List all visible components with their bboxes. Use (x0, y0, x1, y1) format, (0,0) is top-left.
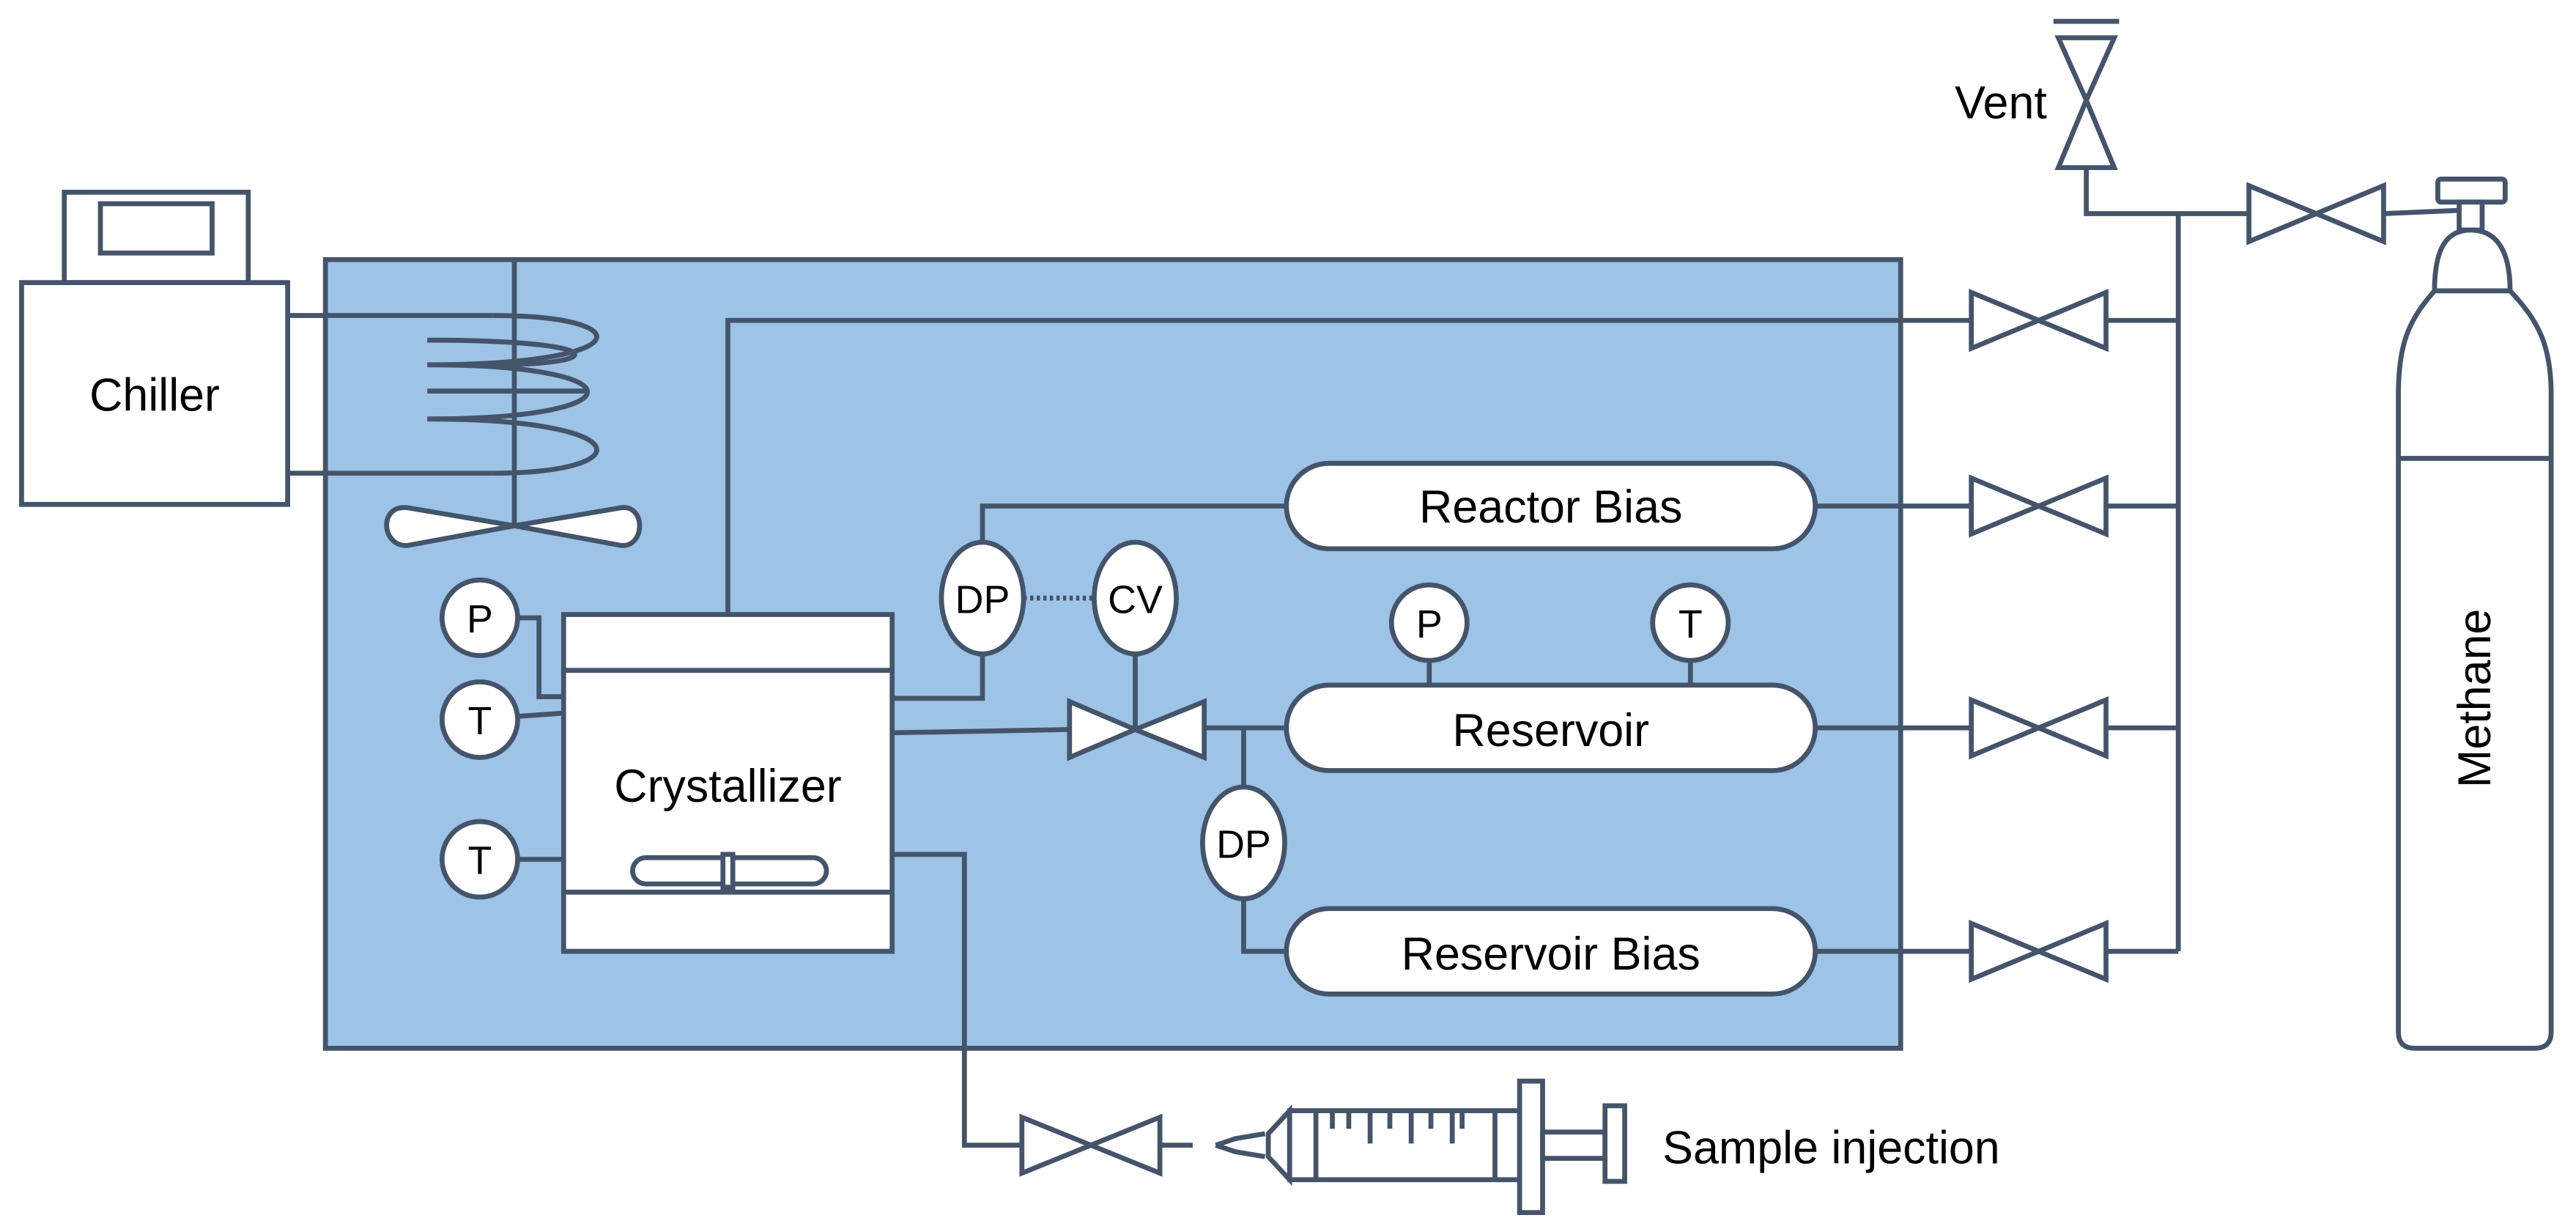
reactor-bias-vessel[interactable]: Reactor Bias (1284, 460, 1818, 552)
methane-cylinder[interactable]: Methane (2396, 177, 2554, 1051)
syringe-plunger-rod (1540, 1129, 1608, 1161)
cylinder-handwheel (2435, 177, 2508, 205)
syringe-flange (1517, 1078, 1545, 1215)
sample-valve[interactable] (1019, 1113, 1163, 1177)
syringe-tip (1265, 1104, 1292, 1186)
cooling-coil-loops (427, 337, 577, 368)
svg-text:P: P (1416, 602, 1443, 646)
manifold-valve-1[interactable] (1969, 289, 2109, 353)
svg-text:T: T (468, 839, 492, 883)
methane-label: Methane (2449, 609, 2501, 788)
chiller-label: Chiller (89, 369, 220, 421)
svg-text:P: P (467, 597, 493, 641)
crystallizer-temp-sensor-1[interactable]: T (440, 679, 520, 760)
crys-t1-line (517, 710, 564, 719)
svg-text:T: T (1679, 602, 1703, 646)
differential-pressure-bottom[interactable]: DP (1200, 784, 1287, 901)
crys-p-line (517, 615, 564, 699)
chiller[interactable]: Chiller (19, 189, 290, 507)
reservoir-temp-sensor[interactable]: T (1650, 582, 1731, 663)
crystallizer-pressure-gauge[interactable]: P (440, 577, 520, 658)
cylinder-body (2396, 288, 2554, 1051)
reservoir-vessel[interactable]: Reservoir (1284, 682, 1818, 773)
vent-label: Vent (1955, 77, 2047, 128)
svg-text:CV: CV (1108, 577, 1163, 621)
sample-line (892, 852, 1022, 1148)
crystallizer-gas-line (725, 317, 1972, 615)
stir-bar-center (720, 852, 736, 890)
syringe-barrel (1287, 1108, 1522, 1183)
cv-to-reservoir-line (1204, 725, 1287, 954)
svg-text:Reactor Bias: Reactor Bias (1419, 481, 1682, 533)
crystallizer-label: Crystallizer (614, 761, 841, 812)
crystallizer-temp-sensor-2[interactable]: T (440, 819, 520, 900)
manifold-valve-2[interactable] (1969, 474, 2109, 538)
bath-stirrer-impeller (384, 505, 643, 548)
cylinder-valve[interactable] (2246, 182, 2386, 246)
reservoir-bias-vessel[interactable]: Reservoir Bias (1284, 906, 1818, 997)
syringe-plunger-head (1602, 1103, 1627, 1184)
svg-text:DP: DP (1216, 822, 1271, 866)
cylinder-neck (2457, 199, 2485, 233)
chiller-display (97, 201, 215, 256)
chiller-body (19, 280, 290, 507)
syringe-needle (1215, 1131, 1266, 1159)
manifold-valve-4[interactable] (1969, 919, 2109, 983)
control-valve-actuator[interactable]: CV (1092, 539, 1179, 657)
dp-top-line (892, 503, 1287, 701)
svg-text:DP: DP (955, 577, 1010, 621)
crystallizer[interactable]: Crystallizer (560, 612, 895, 954)
vent-valve[interactable] (2054, 35, 2118, 171)
cylinder-connection (2383, 207, 2461, 216)
sample-injection-label: Sample injection (1662, 1122, 2000, 1173)
svg-text:Reservoir Bias: Reservoir Bias (1402, 929, 1700, 980)
reservoir-pressure-gauge[interactable]: P (1388, 582, 1470, 663)
crys-to-cv-line (892, 727, 1070, 736)
manifold-header (2084, 169, 2249, 954)
svg-text:Reservoir: Reservoir (1452, 705, 1649, 756)
cylinder-shoulder (2432, 227, 2513, 294)
svg-text:T: T (468, 699, 492, 743)
cooling-coil (427, 313, 599, 476)
syringe-icon[interactable] (1215, 1078, 1627, 1215)
differential-pressure-top[interactable]: DP (939, 539, 1026, 657)
manifold-valve-3[interactable] (1969, 696, 2109, 760)
